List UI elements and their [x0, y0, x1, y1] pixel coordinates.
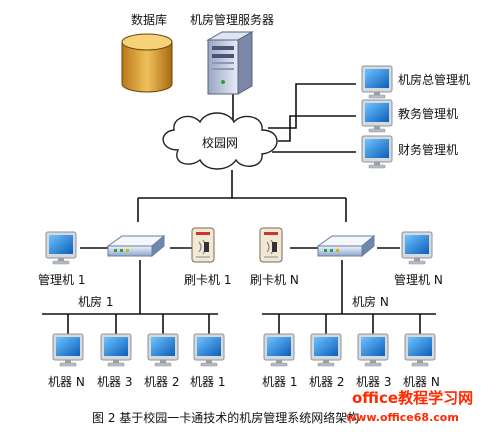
- campus-network-label: 校园网: [202, 135, 238, 150]
- monitor-icon: [100, 333, 132, 367]
- monitor-icon: [357, 333, 389, 367]
- left-machine-label: 机器 1: [190, 375, 225, 389]
- mgr-academic-label: 教务管理机: [398, 106, 458, 121]
- watermark-title: office教程学习网: [352, 389, 473, 407]
- mgr1-label: 管理机 1: [38, 272, 85, 287]
- cardN-label: 刷卡机 N: [250, 273, 299, 287]
- mgrN-label: 管理机 N: [394, 272, 443, 287]
- right-machine-label: 机器 N: [403, 375, 440, 389]
- roomN-label: 机房 N: [352, 294, 389, 309]
- left-machine-label: 机器 2: [144, 375, 179, 389]
- room1-label: 机房 1: [78, 294, 113, 309]
- switch-icon: [107, 235, 165, 257]
- watermark-url: www.office68.com: [346, 411, 459, 424]
- monitor-icon: [404, 333, 436, 367]
- server-label: 机房管理服务器: [190, 12, 274, 27]
- mgr-general-label: 机房总管理机: [398, 72, 470, 87]
- monitor-icon: [361, 135, 393, 169]
- connection-lines: [42, 83, 436, 334]
- card-reader-icon: [191, 227, 215, 263]
- card-reader-icon: [259, 227, 283, 263]
- right-machine-label: 机器 3: [356, 375, 391, 389]
- left-machine-label: 机器 3: [97, 375, 132, 389]
- monitor-icon: [361, 65, 393, 99]
- monitor-icon: [45, 231, 77, 265]
- campus-network-cloud: [162, 112, 278, 170]
- figure-caption: 图 2 基于校园一卡通技术的机房管理系统网络架构: [92, 410, 359, 425]
- monitor-icon: [52, 333, 84, 367]
- database-label: 数据库: [131, 12, 167, 27]
- monitor-icon: [401, 231, 433, 265]
- database-icon: [121, 33, 173, 93]
- switch-icon: [317, 235, 375, 257]
- monitor-icon: [361, 99, 393, 133]
- left-machine-label: 机器 N: [48, 375, 85, 389]
- card1-label: 刷卡机 1: [184, 273, 231, 287]
- monitor-icon: [193, 333, 225, 367]
- server-icon: [206, 31, 254, 95]
- mgr-finance-label: 财务管理机: [398, 142, 458, 157]
- monitor-icon: [310, 333, 342, 367]
- right-machine-label: 机器 2: [309, 375, 344, 389]
- monitor-icon: [263, 333, 295, 367]
- monitor-icon: [147, 333, 179, 367]
- right-machine-label: 机器 1: [262, 375, 297, 389]
